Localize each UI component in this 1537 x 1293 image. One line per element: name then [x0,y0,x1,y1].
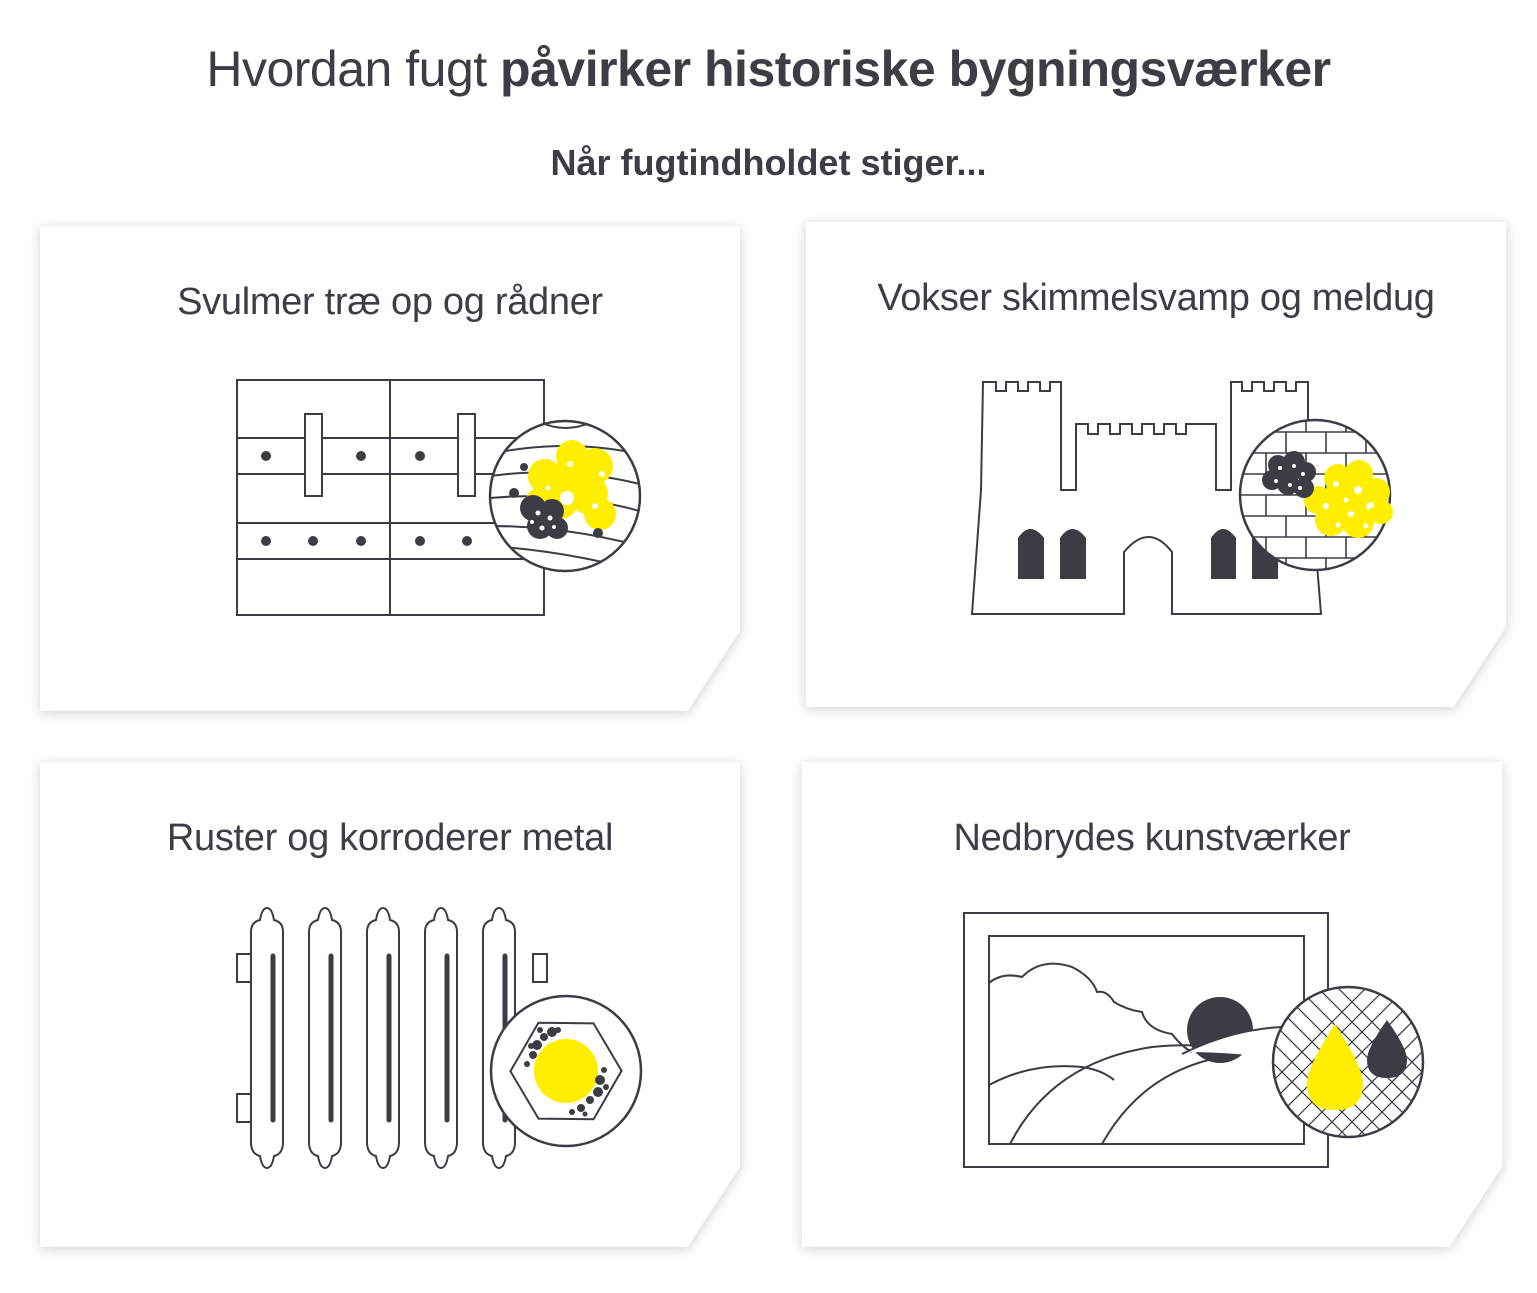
wood-rot-icon [236,379,642,616]
card-wood: Svulmer træ op og rådner [40,226,740,711]
page-subtitle: Når fugtindholdet stiger... [550,142,987,183]
title-normal-part: Hvordan fugt [206,41,487,97]
card-title-painting: Nedbrydes kunstværker [953,817,1351,859]
card-title-castle: Vokser skimmelsvamp og meldug [877,277,1435,319]
card-background [806,222,1506,707]
card-painting: Nedbrydes kunstværker [802,762,1502,1247]
card-title-wood: Svulmer træ op og rådner [177,281,603,323]
title-bold-part: påvirker historiske bygningsværker [500,41,1331,97]
castle-mold-icon [970,381,1393,615]
radiator-rust-icon [236,906,643,1170]
card-radiator: Ruster og korroderer metal [40,762,740,1247]
card-title-radiator: Ruster og korroderer metal [166,817,614,859]
page-title: Hvordan fugt påvirker historiske bygning… [0,40,1537,98]
painting-damage-icon [963,912,1425,1168]
card-castle: Vokser skimmelsvamp og meldug [806,222,1506,707]
